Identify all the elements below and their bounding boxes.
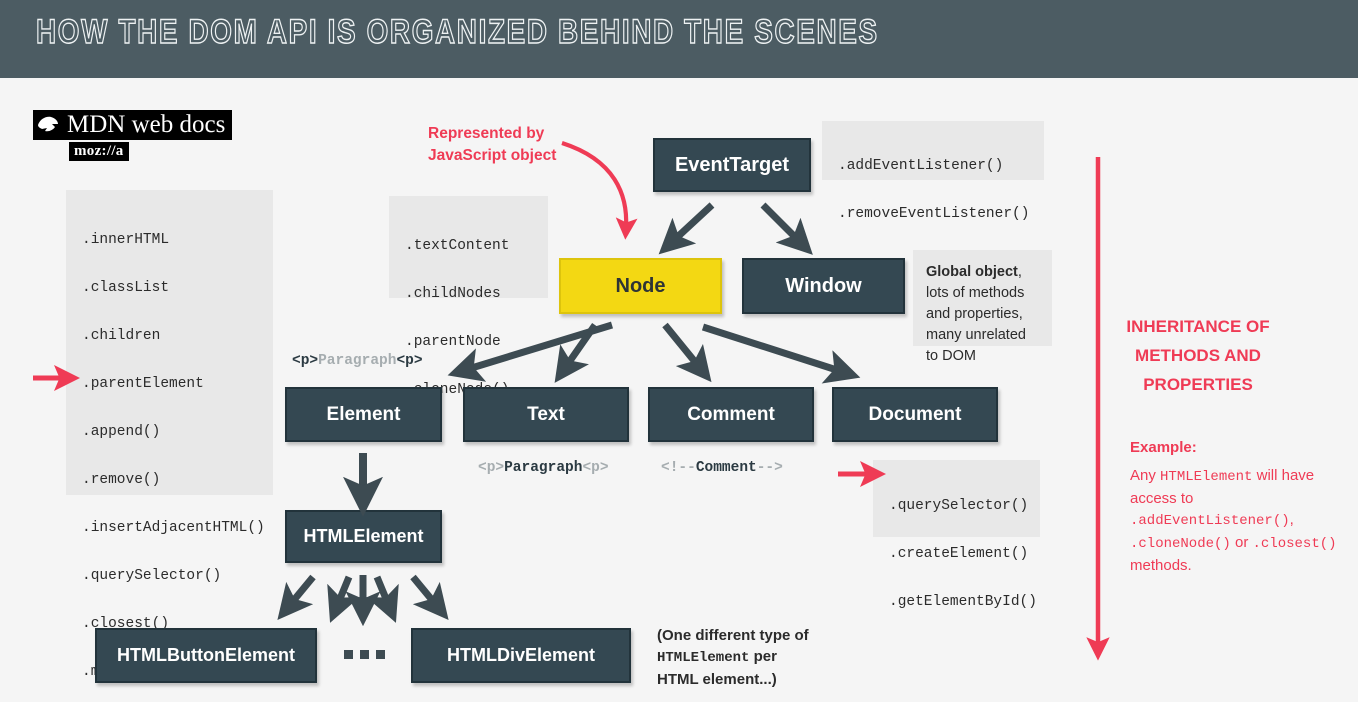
- window-note-rest: , lots of methods and properties, many u…: [926, 264, 1026, 364]
- mdn-logo-text: MDN web docs: [63, 110, 233, 140]
- dinosaur-head-icon: [33, 110, 63, 140]
- text-markup-text: Paragraph: [504, 460, 583, 476]
- method-children: .children: [82, 328, 161, 344]
- box-eventtarget[interactable]: EventTarget: [653, 138, 811, 192]
- method-doc-queryselector: .querySelector(): [889, 498, 1029, 514]
- element-markup-text: Paragraph: [318, 353, 397, 369]
- example-p3: ,: [1289, 511, 1294, 528]
- window-global-object-note: Global object, lots of methods and prope…: [913, 250, 1052, 364]
- example-mono3: .cloneNode(): [1130, 536, 1231, 552]
- method-parentelement: .parentElement: [82, 376, 204, 392]
- element-markup-annotation: <p>Paragraph<p>: [292, 353, 423, 369]
- text-markup-annotation: <p>Paragraph<p>: [478, 460, 609, 476]
- box-element-label: Element: [326, 403, 401, 425]
- represented-by-js-object-label: Represented by JavaScript object: [428, 125, 557, 164]
- box-window-label: Window: [785, 274, 862, 297]
- method-parentnode: .parentNode: [405, 334, 501, 350]
- example-p2: will have access to: [1130, 467, 1315, 507]
- box-htmlbuttonelement[interactable]: HTMLButtonElement: [95, 628, 317, 683]
- example-mono4: .closest(): [1252, 536, 1337, 552]
- text-markup-close: <p>: [582, 460, 609, 476]
- method-addeventlistener: .addEventListener(): [838, 158, 1004, 174]
- box-node-label: Node: [615, 274, 666, 297]
- example-body: Any HTMLElement will have access to .add…: [1130, 465, 1345, 576]
- comment-markup-text: Comment: [695, 460, 757, 476]
- node-methods-panel: .textContent .childNodes .parentNode .cl…: [389, 196, 548, 398]
- method-remove: .remove(): [82, 472, 161, 488]
- html-element-note-after: per: [749, 648, 777, 665]
- box-text-label: Text: [527, 403, 565, 425]
- element-markup-open: <p>: [292, 353, 319, 369]
- box-htmldivelement[interactable]: HTMLDivElement: [411, 628, 631, 683]
- comment-markup-close: -->: [756, 460, 783, 476]
- box-eventtarget-label: EventTarget: [674, 153, 790, 176]
- title-bar: How the DOM API is organized behind the …: [0, 0, 1358, 78]
- inheritance-title: INHERITANCE OF METHODS AND PROPERTIES: [1126, 317, 1270, 394]
- page-title: How the DOM API is organized behind the …: [35, 12, 879, 51]
- method-getelementbyid: .getElementById(): [889, 594, 1037, 610]
- box-element[interactable]: Element: [285, 387, 442, 442]
- box-document[interactable]: Document: [832, 387, 998, 442]
- html-element-note-mono: HTMLElement: [657, 650, 750, 666]
- element-markup-close: <p>: [396, 353, 423, 369]
- box-htmlelement[interactable]: HTMLElement: [285, 510, 442, 563]
- example-p1: Any: [1130, 467, 1161, 484]
- method-childnodes: .childNodes: [405, 286, 501, 302]
- method-removeeventlistener: .removeEventListener(): [838, 206, 1030, 222]
- box-document-label: Document: [868, 403, 962, 425]
- box-htmldivelement-label: HTMLDivElement: [446, 645, 596, 665]
- method-classlist: .classList: [82, 280, 170, 296]
- example-p4: or: [1230, 534, 1253, 551]
- method-queryselector: .querySelector(): [82, 568, 222, 584]
- method-createelement: .createElement(): [889, 546, 1029, 562]
- method-innerhtml: .innerHTML: [82, 232, 170, 248]
- eventtarget-methods-panel: .addEventListener() .removeEventListener…: [822, 121, 1044, 222]
- element-methods-panel: .innerHTML .classList .children .parentE…: [66, 190, 273, 680]
- mozilla-tagline: moz://a: [69, 142, 129, 161]
- html-element-note-line3: HTML element...): [657, 671, 777, 688]
- method-textcontent: .textContent: [405, 238, 510, 254]
- comment-markup-annotation: <!--Comment-->: [661, 460, 783, 476]
- html-element-note: (One different type of HTMLElement per H…: [657, 625, 832, 690]
- example-heading: Example:: [1130, 439, 1197, 456]
- box-comment-label: Comment: [687, 403, 775, 425]
- document-methods-panel: .querySelector() .createElement() .getEl…: [873, 460, 1040, 610]
- example-mono2: .addEventListener(): [1130, 513, 1290, 529]
- comment-markup-open: <!--: [661, 460, 696, 476]
- box-htmlelement-label: HTMLElement: [303, 526, 424, 546]
- ellipsis-dots: [344, 650, 385, 659]
- method-insertadjacenthtml: .insertAdjacentHTML(): [82, 520, 265, 536]
- box-comment[interactable]: Comment: [648, 387, 814, 442]
- text-markup-open: <p>: [478, 460, 505, 476]
- box-htmlbuttonelement-label: HTMLButtonElement: [117, 645, 295, 665]
- mdn-logo: MDN web docs moz://a: [33, 110, 233, 161]
- method-append: .append(): [82, 424, 161, 440]
- example-mono1: HTMLElement: [1160, 469, 1253, 485]
- box-node[interactable]: Node: [559, 258, 722, 314]
- window-note-bold: Global object: [926, 264, 1018, 280]
- example-p5: methods.: [1130, 557, 1192, 574]
- html-element-note-line1: (One different type of: [657, 627, 809, 644]
- box-text[interactable]: Text: [463, 387, 629, 442]
- box-window[interactable]: Window: [742, 258, 905, 314]
